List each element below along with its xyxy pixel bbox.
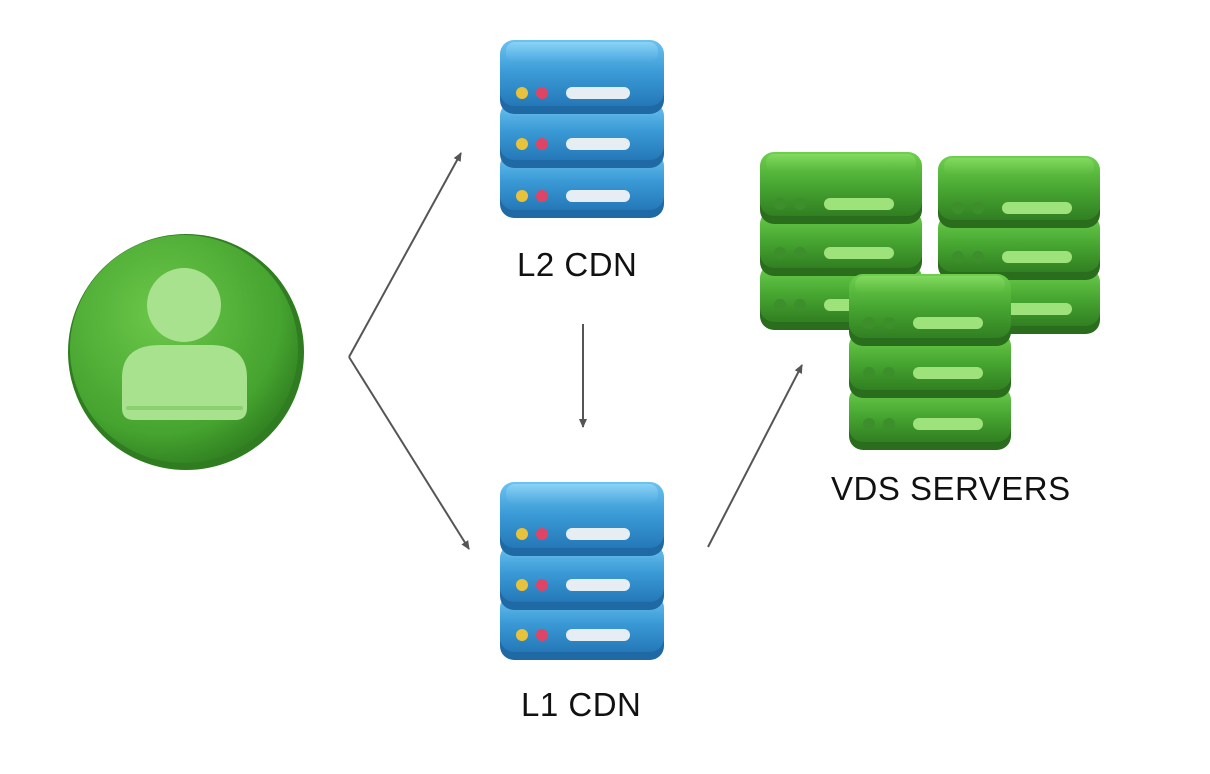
user-avatar-icon bbox=[68, 234, 304, 470]
l1-cdn-label: L1 CDN bbox=[521, 686, 642, 723]
arrow-user-to-l1 bbox=[348, 356, 470, 550]
server-cluster-icon bbox=[760, 152, 1100, 450]
l2-cdn-label: L2 CDN bbox=[517, 246, 638, 283]
arrow-user-to-l2 bbox=[348, 152, 462, 358]
vds-servers-label: VDS SERVERS bbox=[831, 470, 1071, 507]
server-stack-icon bbox=[500, 40, 664, 218]
connection-arrows bbox=[348, 152, 803, 550]
server-stack-icon bbox=[500, 482, 664, 660]
arrow-l1-to-vds bbox=[707, 364, 803, 548]
